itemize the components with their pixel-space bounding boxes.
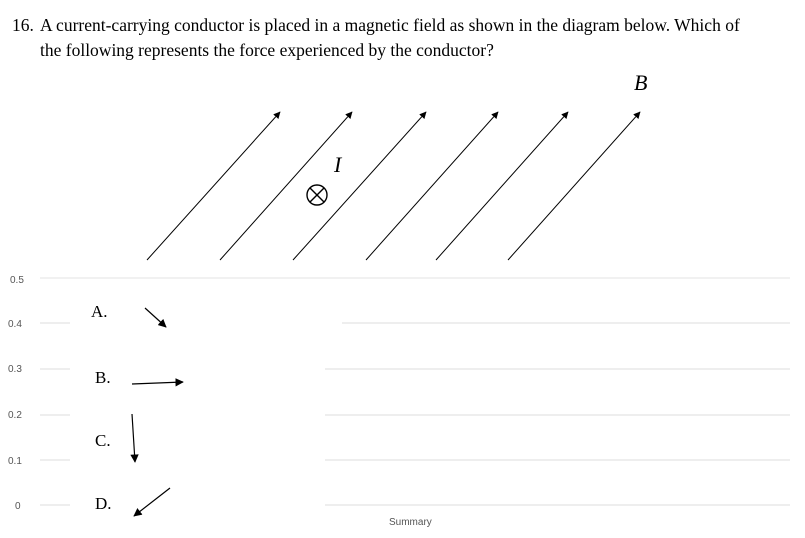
magnetic-field-lines: [146, 111, 641, 261]
field-line-arrow: [365, 111, 499, 261]
background-chart: 0.5 0.4 0.3 0.2 0.1 0 Summary: [8, 275, 790, 528]
y-tick-0.3: 0.3: [8, 364, 22, 375]
y-tick-0.1: 0.1: [8, 456, 22, 467]
option-a-label: A.: [91, 302, 108, 321]
right-arrow-icon: [131, 378, 184, 387]
option-c-label: C.: [95, 431, 111, 450]
question-line-2: the following represents the force exper…: [40, 40, 494, 60]
field-line-arrow: [146, 111, 281, 261]
field-line-arrow: [292, 111, 427, 261]
field-line-arrow: [507, 111, 641, 261]
option-b[interactable]: B.: [95, 368, 184, 387]
option-a[interactable]: A.: [91, 302, 167, 328]
option-d-label: D.: [95, 494, 112, 513]
question-text: 16. A current-carrying conductor is place…: [12, 13, 792, 63]
question-number: 16.: [12, 15, 34, 35]
down-arrow-icon: [130, 413, 139, 463]
y-tick-0.2: 0.2: [8, 410, 22, 421]
option-c[interactable]: C.: [95, 413, 139, 463]
y-tick-0.4: 0.4: [8, 319, 22, 330]
option-d[interactable]: D.: [95, 487, 171, 517]
option-b-label: B.: [95, 368, 111, 387]
conductor-into-page-icon: [306, 184, 328, 206]
question-stem-line-1: A current-carrying conductor is placed i…: [40, 15, 740, 35]
down-right-arrow-icon: [144, 307, 167, 328]
field-line-arrow: [219, 111, 353, 261]
y-tick-0: 0: [15, 501, 21, 512]
current-label-i: I: [333, 152, 343, 177]
y-tick-partial: 0.5: [10, 275, 24, 286]
field-line-arrow: [435, 111, 569, 261]
down-left-arrow-icon: [133, 487, 171, 517]
field-label-b: B: [634, 70, 647, 95]
x-axis-label: Summary: [389, 517, 432, 528]
question-line-1: 16. A current-carrying conductor is place…: [12, 13, 792, 38]
